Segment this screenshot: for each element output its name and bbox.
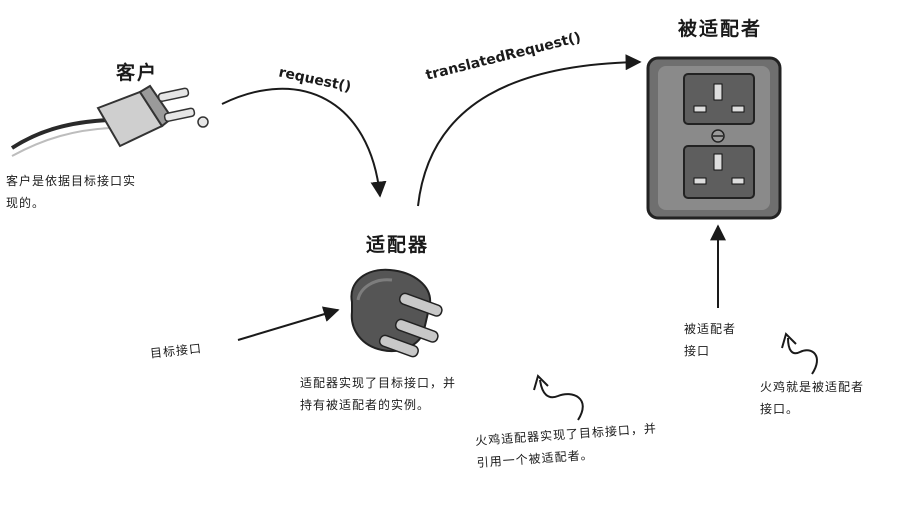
adaptee-interface-note: 被适配者 接口 xyxy=(684,318,736,362)
adapter-note: 适配器实现了目标接口，并 持有被适配者的实例。 xyxy=(300,372,456,416)
adapter-note-line-2: 持有被适配者的实例。 xyxy=(300,398,431,412)
client-note-line-1: 客户是依据目标接口实 xyxy=(6,174,137,188)
client-label: 客户 xyxy=(116,62,159,84)
adapter-label: 适配器 xyxy=(366,234,430,256)
wall-socket-icon xyxy=(646,56,782,220)
adapter-plug-icon xyxy=(350,268,443,358)
target-interface-arrow xyxy=(237,306,340,341)
turkey-squiggle-head xyxy=(781,332,797,349)
adaptee-label: 被适配者 xyxy=(678,18,763,40)
translated-request-arrow xyxy=(417,54,642,207)
client-note-line-2: 现的。 xyxy=(6,196,46,210)
plug-icon xyxy=(10,84,209,157)
turkey-note-line-1: 火鸡就是被适配者 xyxy=(760,380,865,394)
turkey-adapter-squiggle-head xyxy=(533,374,549,391)
turkey-note-line-2: 接口。 xyxy=(760,402,800,416)
client-note: 客户是依据目标接口实 现的。 xyxy=(6,170,136,214)
adaptee-interface-note-line-1: 被适配者 xyxy=(684,322,737,336)
request-arrow xyxy=(221,87,387,198)
turkey-adapter-squiggle-arrow xyxy=(539,379,584,421)
adapter-note-line-1: 适配器实现了目标接口，并 xyxy=(300,376,457,390)
turkey-note: 火鸡就是被适配者 接口。 xyxy=(760,376,864,420)
adaptee-interface-note-line-2: 接口 xyxy=(684,344,711,358)
turkey-squiggle-arrow xyxy=(787,337,818,375)
